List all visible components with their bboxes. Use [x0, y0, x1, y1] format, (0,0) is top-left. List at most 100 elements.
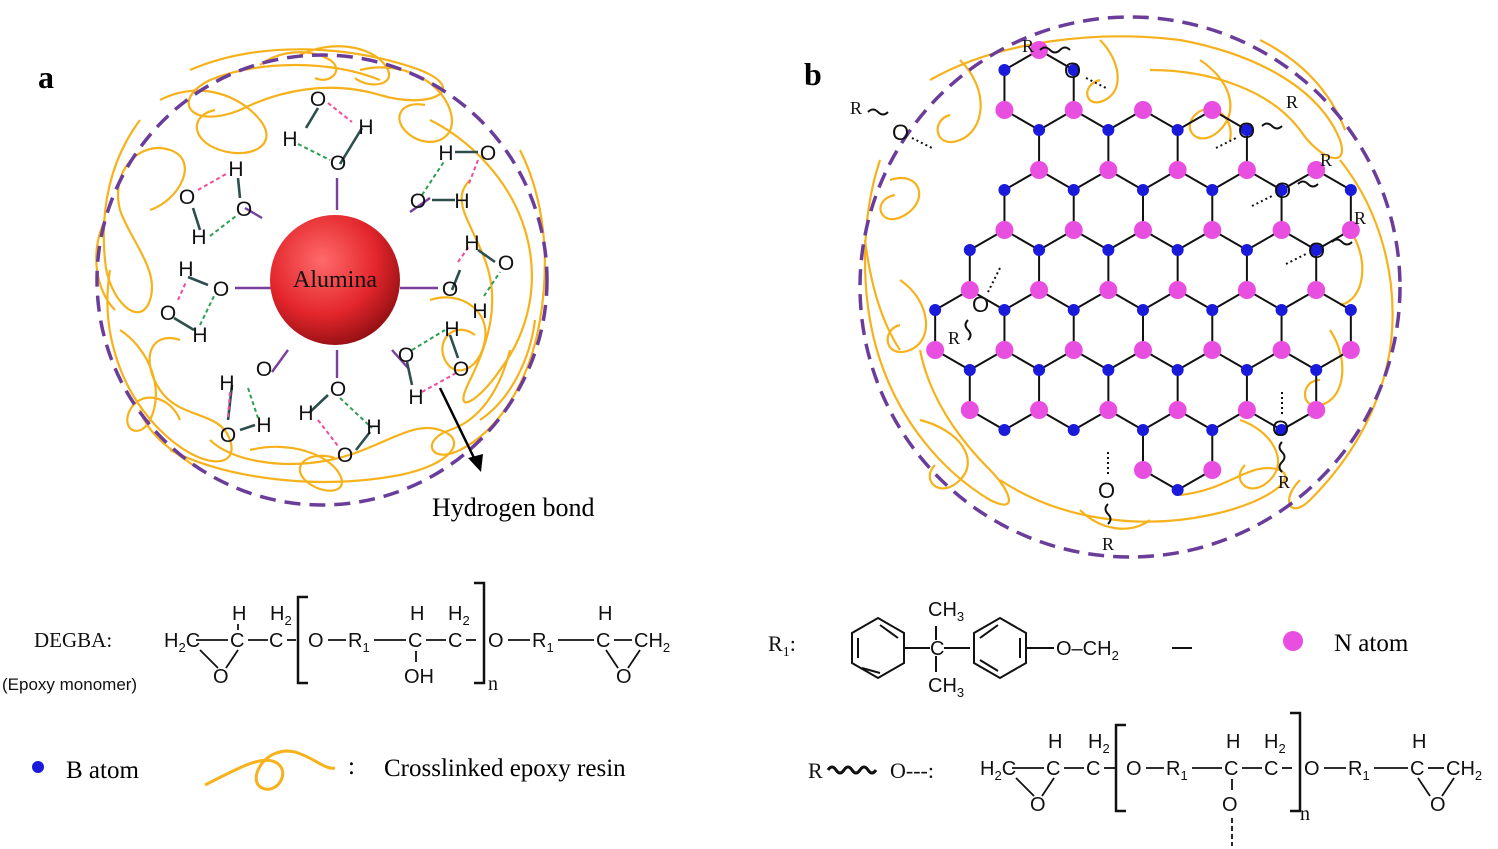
b-atom — [1275, 304, 1288, 316]
b-atom — [1102, 364, 1115, 376]
svg-text:R1: R1 — [532, 630, 554, 655]
atom-o: O — [330, 378, 346, 401]
b-atom — [929, 304, 942, 316]
b-atom — [1137, 304, 1149, 316]
b-atom — [963, 244, 976, 256]
oh-bonds — [173, 107, 496, 451]
atom-h: H — [408, 386, 423, 409]
svg-text:R1: R1 — [348, 630, 370, 655]
n-atom — [1134, 101, 1152, 119]
n-atom — [995, 101, 1014, 119]
or-r: R — [1354, 208, 1366, 228]
svg-text:H: H — [598, 603, 612, 625]
svg-text:H: H — [1226, 731, 1240, 753]
svg-text:CH2: CH2 — [634, 630, 670, 655]
hydrogen-bond-label: Hydrogen bond — [432, 493, 594, 522]
svg-text:O: O — [1030, 794, 1046, 816]
or-r: R — [1320, 150, 1332, 170]
r1-label: R1: — [768, 631, 796, 660]
n-atom — [1203, 341, 1222, 359]
atom-h: H — [472, 300, 487, 323]
or-r: R — [1022, 36, 1034, 56]
b-atom — [1102, 124, 1115, 136]
n-atom — [1030, 161, 1049, 179]
svg-text:C: C — [408, 630, 422, 652]
atom-o: O — [330, 152, 346, 175]
or-o: O — [1238, 118, 1255, 143]
resin-tangle-b — [863, 35, 1394, 530]
panel-a: a — [38, 45, 594, 522]
n-atom — [1237, 281, 1256, 299]
b-atom — [998, 184, 1011, 196]
or-group: O R — [1272, 392, 1290, 492]
svg-text:H2: H2 — [270, 603, 292, 628]
n-atom — [1203, 221, 1222, 239]
atom-o: O — [442, 278, 458, 301]
atom-o: O — [213, 278, 229, 301]
b-atom — [963, 364, 976, 376]
atom-o: O — [256, 358, 272, 381]
svg-text:C: C — [1410, 758, 1424, 780]
svg-text:O: O — [616, 666, 632, 688]
or-o: O — [1098, 478, 1115, 503]
n-atoms — [926, 41, 1360, 479]
or-groups: R O R O O R O R — [850, 36, 1366, 554]
b-atom — [1171, 244, 1184, 256]
or-o: O — [1308, 238, 1325, 263]
panel-b-label: b — [804, 56, 822, 92]
atom-o: O — [337, 444, 353, 467]
panel-b: b R — [804, 15, 1402, 559]
alumina-bonds — [235, 178, 438, 378]
svg-text:O: O — [1222, 794, 1238, 816]
svg-text:O–CH2: O–CH2 — [1056, 638, 1119, 663]
hydrogen-bonds — [177, 102, 501, 447]
n-atom — [1168, 161, 1187, 179]
atom-h: H — [192, 324, 207, 347]
svg-text:O: O — [308, 630, 324, 652]
n-atom — [1099, 401, 1118, 419]
svg-text:C: C — [596, 630, 610, 652]
b-atom — [1310, 244, 1323, 256]
b-atom — [1171, 124, 1184, 136]
svg-text:CH2: CH2 — [1446, 758, 1482, 783]
atom-o: O — [453, 358, 469, 381]
svg-text:H2: H2 — [448, 603, 470, 628]
svg-text:H2: H2 — [1264, 731, 1286, 756]
n-atom — [1134, 461, 1152, 479]
b-atom — [1275, 424, 1288, 436]
atom-o: O — [160, 302, 176, 325]
atom-h: H — [228, 158, 243, 181]
b-atom — [1137, 184, 1149, 196]
or-o: O — [1272, 416, 1289, 441]
n-atom — [1203, 101, 1222, 119]
b-atom — [1067, 304, 1080, 316]
or-group: O R — [1098, 452, 1115, 554]
n-atom — [1307, 401, 1326, 419]
svg-text:O: O — [213, 666, 229, 688]
alumina-label: Alumina — [293, 267, 377, 293]
svg-text:R1: R1 — [1348, 758, 1370, 783]
or-o: O — [892, 120, 909, 145]
svg-text:CH3: CH3 — [928, 599, 964, 624]
n-atom — [1272, 221, 1291, 239]
svg-text:H: H — [232, 603, 246, 625]
arrow-head — [468, 454, 483, 472]
b-atom — [1240, 244, 1253, 256]
atom-h: H — [464, 232, 479, 255]
n-atom — [926, 341, 945, 359]
n-atom — [1168, 401, 1187, 419]
n-atom — [1064, 221, 1083, 239]
degba-note: (Epoxy monomer) — [2, 675, 137, 694]
b-atom — [1344, 304, 1357, 316]
resin-label: Crosslinked epoxy resin — [384, 755, 626, 782]
or-r: R — [1286, 92, 1298, 112]
svg-text:C: C — [1046, 758, 1060, 780]
atom-h: H — [256, 414, 271, 437]
phenyl-ring-1 — [851, 616, 905, 680]
b-atom — [1206, 304, 1219, 316]
n-atom — [1341, 221, 1360, 239]
atom-o: O — [179, 186, 195, 209]
boundary-circle-b — [858, 15, 1402, 559]
n-atom — [1099, 281, 1118, 299]
atom-o: O — [236, 198, 252, 221]
